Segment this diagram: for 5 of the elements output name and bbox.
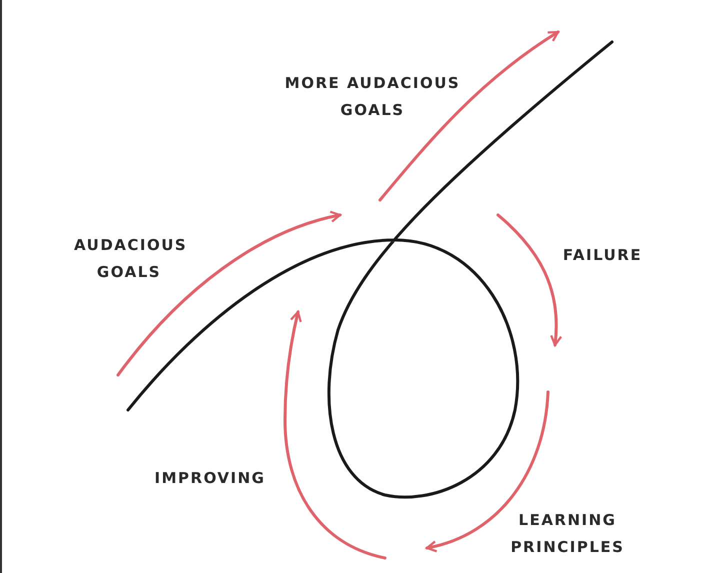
diagram-label: IMPROVING bbox=[154, 468, 266, 489]
diagram-label: AUDACIOUS GOALS bbox=[74, 235, 184, 283]
diagram-label: FAILURE bbox=[562, 245, 644, 266]
diagram-label: MORE AUDACIOUS GOALS bbox=[284, 73, 462, 121]
diagram-label: LEARNING PRINCIPLES bbox=[510, 510, 626, 558]
